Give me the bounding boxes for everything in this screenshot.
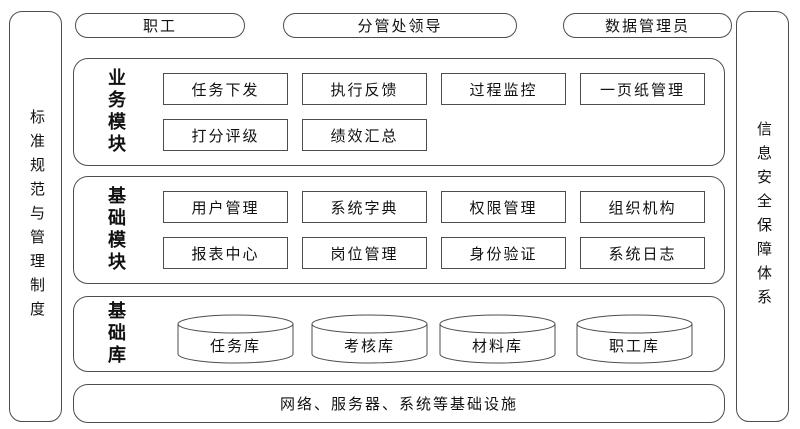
module-box-performance-summary: 绩效汇总 <box>302 119 427 151</box>
module-box-execution-feedback: 执行反馈 <box>302 73 427 105</box>
section-infrastructure: 网络、服务器、系统等基础设施 <box>73 384 725 423</box>
section-platform-label-wrap: 基础模块 <box>98 177 134 283</box>
pillar-standards-label: 标准规范与管理制度 <box>28 108 44 325</box>
database-task-label: 任务库 <box>209 339 261 355</box>
actor-pill-data-admin-label: 数据管理员 <box>604 19 690 35</box>
pillar-security-label: 信息安全保障体系 <box>755 120 771 313</box>
database-assessment: 考核库 <box>311 314 428 364</box>
section-business-modules: 业务模块 任务下发 执行反馈 过程监控 一页纸管理 打分评级 绩效汇总 <box>73 58 725 166</box>
database-task: 任务库 <box>177 314 294 364</box>
section-databases-label-wrap: 基础库 <box>98 297 134 371</box>
section-platform-label: 基础模块 <box>106 186 126 274</box>
actor-pill-division-leader: 分管处领导 <box>283 13 517 38</box>
section-business-label: 业务模块 <box>106 68 126 156</box>
database-cylinder-icon <box>576 314 693 364</box>
module-box-report-center: 报表中心 <box>163 237 288 269</box>
module-box-identity-verification: 身份验证 <box>441 237 566 269</box>
pillar-standards: 标准规范与管理制度 <box>9 11 62 422</box>
section-basic-modules: 基础模块 用户管理 系统字典 权限管理 组织机构 报表中心 岗位管理 身份验证 … <box>73 176 725 284</box>
actor-pill-data-admin: 数据管理员 <box>563 13 732 38</box>
module-box-one-page-management: 一页纸管理 <box>580 73 705 105</box>
module-box-user-management: 用户管理 <box>163 191 288 223</box>
database-cylinder-icon <box>311 314 428 364</box>
database-staff: 职工库 <box>576 314 693 364</box>
actor-pill-staff-label: 职工 <box>142 19 177 35</box>
module-box-permission-management: 权限管理 <box>441 191 566 223</box>
database-material-label: 材料库 <box>471 339 523 355</box>
module-box-process-monitoring: 过程监控 <box>441 73 566 105</box>
module-box-position-management: 岗位管理 <box>302 237 427 269</box>
module-box-organization-structure: 组织机构 <box>580 191 705 223</box>
actor-pill-division-leader-label: 分管处领导 <box>357 19 443 35</box>
database-cylinder-icon <box>177 314 294 364</box>
infrastructure-label: 网络、服务器、系统等基础设施 <box>279 397 518 413</box>
module-box-scoring-rating: 打分评级 <box>163 119 288 151</box>
database-material: 材料库 <box>439 314 556 364</box>
section-databases-label: 基础库 <box>106 301 126 367</box>
module-box-system-dictionary: 系统字典 <box>302 191 427 223</box>
section-basic-databases: 基础库 任务库 考核库 材料库 <box>73 296 725 372</box>
pillar-security: 信息安全保障体系 <box>736 11 789 422</box>
module-box-task-dispatch: 任务下发 <box>163 73 288 105</box>
actor-pill-staff: 职工 <box>75 13 245 38</box>
database-staff-label: 职工库 <box>608 339 660 355</box>
module-box-system-log: 系统日志 <box>580 237 705 269</box>
database-cylinder-icon <box>439 314 556 364</box>
section-business-label-wrap: 业务模块 <box>98 59 134 165</box>
database-assessment-label: 考核库 <box>343 339 395 355</box>
